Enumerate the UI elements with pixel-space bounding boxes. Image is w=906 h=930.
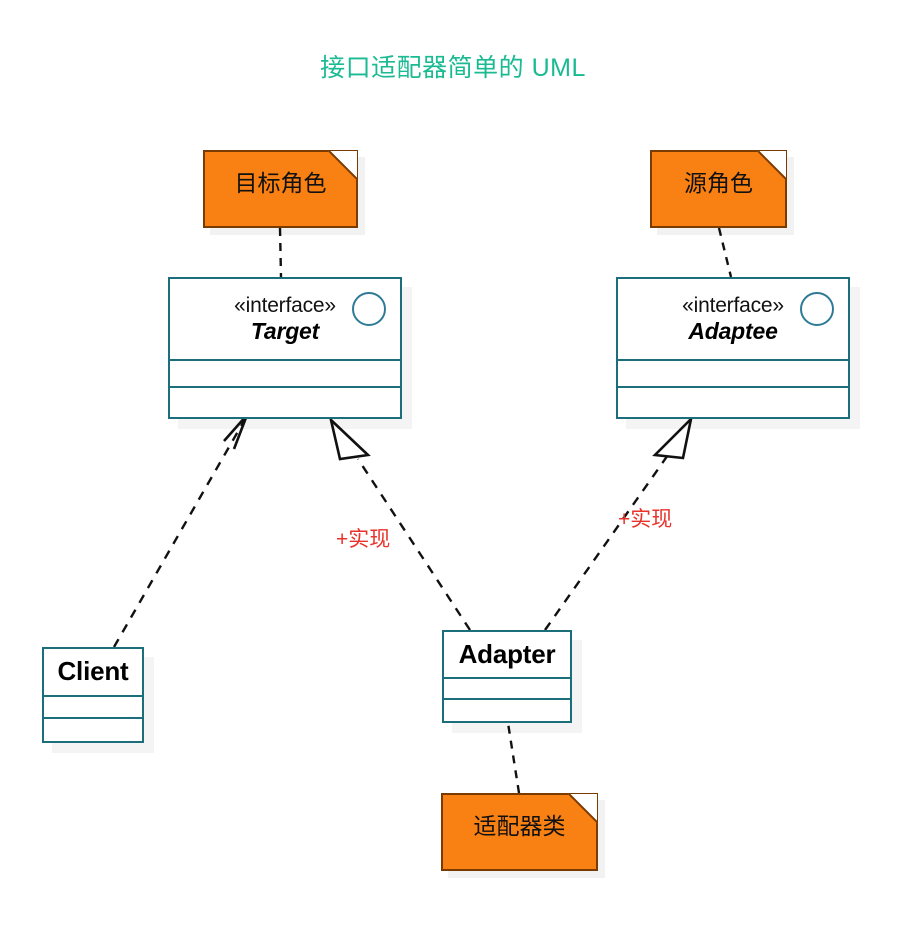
class-name-label: Client (57, 656, 129, 687)
class-header-client: Client (44, 649, 142, 697)
edge-adapter-adaptee-arrowhead (652, 415, 694, 460)
page-title: 接口适配器简单的 UML (320, 54, 586, 82)
edge-note-adaptee (717, 227, 733, 278)
class-box-client[interactable]: Client (42, 647, 144, 743)
note-adapter-class[interactable]: 适配器类 (441, 793, 598, 871)
note-adapter-class-label: 适配器类 (473, 813, 566, 839)
attributes-compartment-client (44, 697, 142, 719)
edge-client-target-line (112, 420, 246, 648)
edge-client-target-arrowhead (223, 414, 249, 450)
operations-compartment-client (44, 719, 142, 741)
edge-label-adapter-target: +实现 (336, 528, 391, 551)
class-box-target[interactable]: «interface» Target (168, 277, 402, 419)
stereotype-label: «interface» (682, 294, 784, 318)
edge-label-adapter-adaptee: +实现 (618, 508, 673, 531)
interface-circle-icon (352, 292, 386, 326)
note-fold-corner-icon (568, 793, 598, 823)
edge-note-target (278, 227, 283, 278)
edge-note-adapter (506, 722, 521, 794)
class-name-label: Adapter (458, 638, 556, 669)
class-box-adaptee[interactable]: «interface» Adaptee (616, 277, 850, 419)
operations-compartment-adapter (444, 700, 570, 721)
note-source-role[interactable]: 源角色 (650, 150, 787, 228)
edge-adapter-target-arrowhead (328, 416, 371, 461)
attributes-compartment-adapter (444, 679, 570, 700)
class-header-adaptee: «interface» Adaptee (618, 279, 848, 361)
note-fold-corner-icon (757, 150, 787, 180)
operations-compartment-target (170, 388, 400, 417)
note-source-role-label: 源角色 (684, 170, 753, 196)
class-header-target: «interface» Target (170, 279, 400, 361)
note-fold-corner-icon (328, 150, 358, 180)
operations-compartment-adaptee (618, 388, 848, 417)
note-target-role[interactable]: 目标角色 (203, 150, 358, 228)
class-header-adapter: Adapter (444, 632, 570, 679)
class-box-adapter[interactable]: Adapter (442, 630, 572, 723)
edge-adapter-adaptee-line (544, 454, 669, 631)
stereotype-label: «interface» (234, 294, 336, 318)
interface-circle-icon (800, 292, 834, 326)
class-name-label: Target (250, 317, 320, 344)
note-target-role-label: 目标角色 (234, 170, 327, 196)
class-name-label: Adaptee (688, 317, 778, 344)
attributes-compartment-target (170, 361, 400, 388)
attributes-compartment-adaptee (618, 361, 848, 388)
